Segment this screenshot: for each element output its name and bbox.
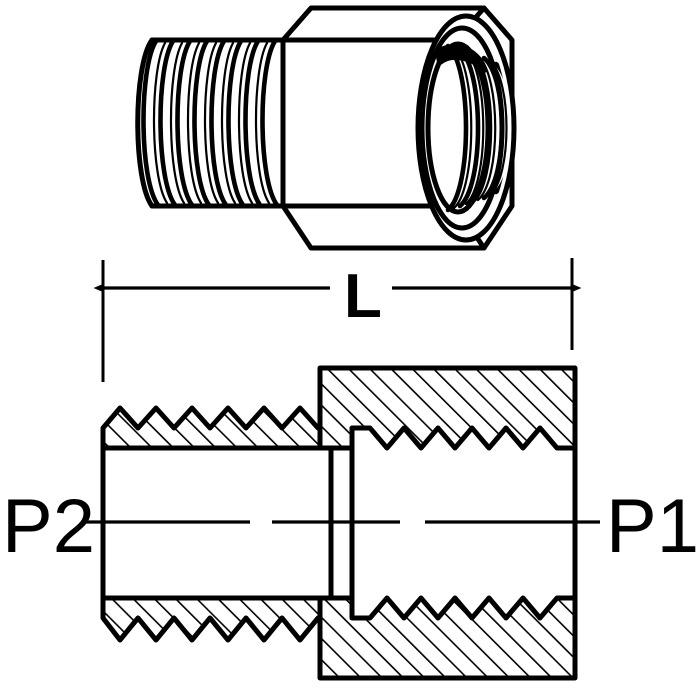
section-wall-lower-right: [317, 595, 578, 681]
port-label-p1: P1: [606, 484, 699, 569]
isometric-view: [135, 5, 517, 251]
female-socket-opening: [415, 13, 517, 243]
female-thread-flanks: [452, 46, 508, 210]
port-label-p2: P2: [2, 484, 95, 569]
section-wall-upper-right: [317, 365, 578, 451]
male-thread-roots: [152, 41, 271, 205]
dimension-L: L: [93, 258, 582, 382]
male-thread-nipple: [135, 37, 286, 209]
section-view: [85, 365, 600, 681]
male-thread-crests: [141, 38, 280, 208]
dimension-label-L: L: [344, 262, 382, 331]
